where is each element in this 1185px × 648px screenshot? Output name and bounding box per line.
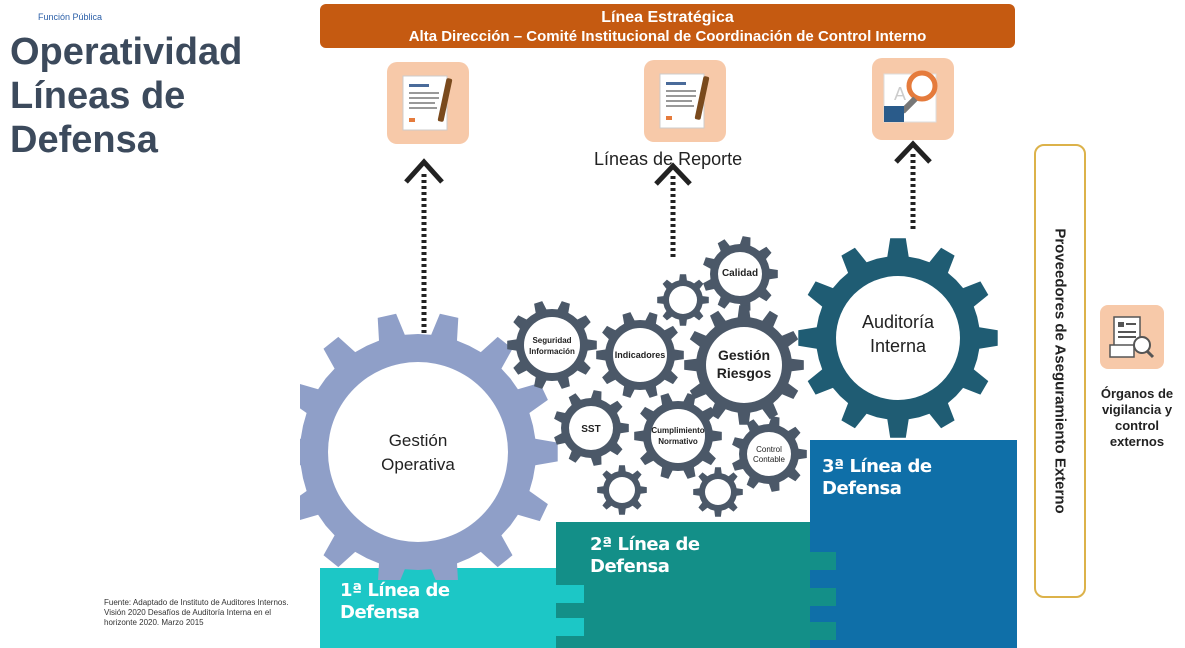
- indicadores-gear-shape: [596, 312, 684, 398]
- third-line-step: 3ª Línea de Defensa: [810, 440, 1017, 648]
- sst-gear-shape: [554, 390, 629, 466]
- seguridad-line1: Seguridad: [532, 336, 571, 345]
- seguridad-gear-shape: [507, 301, 597, 389]
- auditoria-interna-gear: Auditoría Interna: [862, 312, 935, 356]
- banner-title: Línea Estratégica: [601, 9, 734, 26]
- gestion-operativa-line2: Operativa: [381, 455, 455, 474]
- gestion-riesgos-line1: Gestión: [718, 347, 770, 363]
- gestion-operativa-line1: Gestión: [389, 431, 448, 450]
- external-assurance-frame: Proveedores de Aseguramiento Externo: [1034, 144, 1086, 598]
- source-note: Fuente: Adaptado de Instituto de Auditor…: [104, 598, 289, 627]
- calidad-label: Calidad: [722, 268, 758, 279]
- auditoria-line1: Auditoría: [862, 312, 935, 332]
- cumplimiento-line1: Cumplimiento: [651, 426, 704, 435]
- arrow-up-icon: [654, 162, 692, 260]
- strategic-line-banner: Línea Estratégica Alta Dirección – Comit…: [320, 4, 1015, 48]
- external-oversight-label: Órganos de vigilancia y control externos: [1100, 386, 1174, 449]
- control-line1: Control: [756, 445, 782, 454]
- puzzle-tab: [556, 618, 584, 636]
- svg-text:A: A: [894, 84, 906, 104]
- small-gear-shape: [657, 274, 709, 326]
- gears-diagram: Gestión Operativa: [300, 313, 558, 580]
- page-title: Operatividad Líneas de Defensa: [10, 31, 243, 161]
- arrow-up-icon: [404, 158, 444, 340]
- first-line-step: 1ª Línea de Defensa: [320, 568, 588, 648]
- magnifier-review-icon: A: [872, 58, 954, 140]
- control-gear-shape: [732, 416, 807, 492]
- cumplimiento-gear-shape: [634, 393, 722, 479]
- first-line-label: 1ª Línea de Defensa: [340, 580, 450, 623]
- gestion-riesgos-gear-shape: [684, 305, 804, 425]
- external-assurance-label: Proveedores de Aseguramiento Externo: [1051, 228, 1069, 514]
- second-line-label: 2ª Línea de Defensa: [590, 534, 700, 577]
- calidad-gear-shape: [703, 236, 778, 312]
- seguridad-line2: Información: [529, 347, 575, 356]
- banner-subtitle: Alta Dirección – Comité Institucional de…: [408, 28, 927, 45]
- gestion-operativa-gear: Gestión Operativa: [300, 313, 558, 580]
- second-line-step: 2ª Línea de Defensa: [556, 522, 836, 648]
- puzzle-tab: [556, 585, 584, 603]
- small-gear-shape: [693, 467, 743, 517]
- brand-label: Función Pública: [38, 12, 103, 22]
- control-line2: Contable: [753, 455, 786, 464]
- auditoria-line2: Interna: [870, 336, 927, 356]
- cumplimiento-line2: Normativo: [658, 437, 698, 446]
- small-gear-shape: [597, 465, 647, 515]
- puzzle-tab: [810, 552, 836, 570]
- sst-label: SST: [581, 424, 600, 435]
- arrow-up-icon: [894, 140, 932, 232]
- document-pen-icon: [387, 62, 469, 144]
- gestion-riesgos-line2: Riesgos: [717, 365, 772, 381]
- third-line-label: 3ª Línea de Defensa: [822, 456, 932, 499]
- reporting-lines-label: Líneas de Reporte: [594, 149, 743, 169]
- auditoria-gear-shape: [798, 238, 998, 438]
- computer-audit-icon: [1100, 305, 1164, 369]
- document-pen-icon: [644, 60, 726, 142]
- puzzle-tab: [810, 588, 836, 606]
- indicadores-label: Indicadores: [615, 350, 666, 360]
- puzzle-tab: [810, 622, 836, 640]
